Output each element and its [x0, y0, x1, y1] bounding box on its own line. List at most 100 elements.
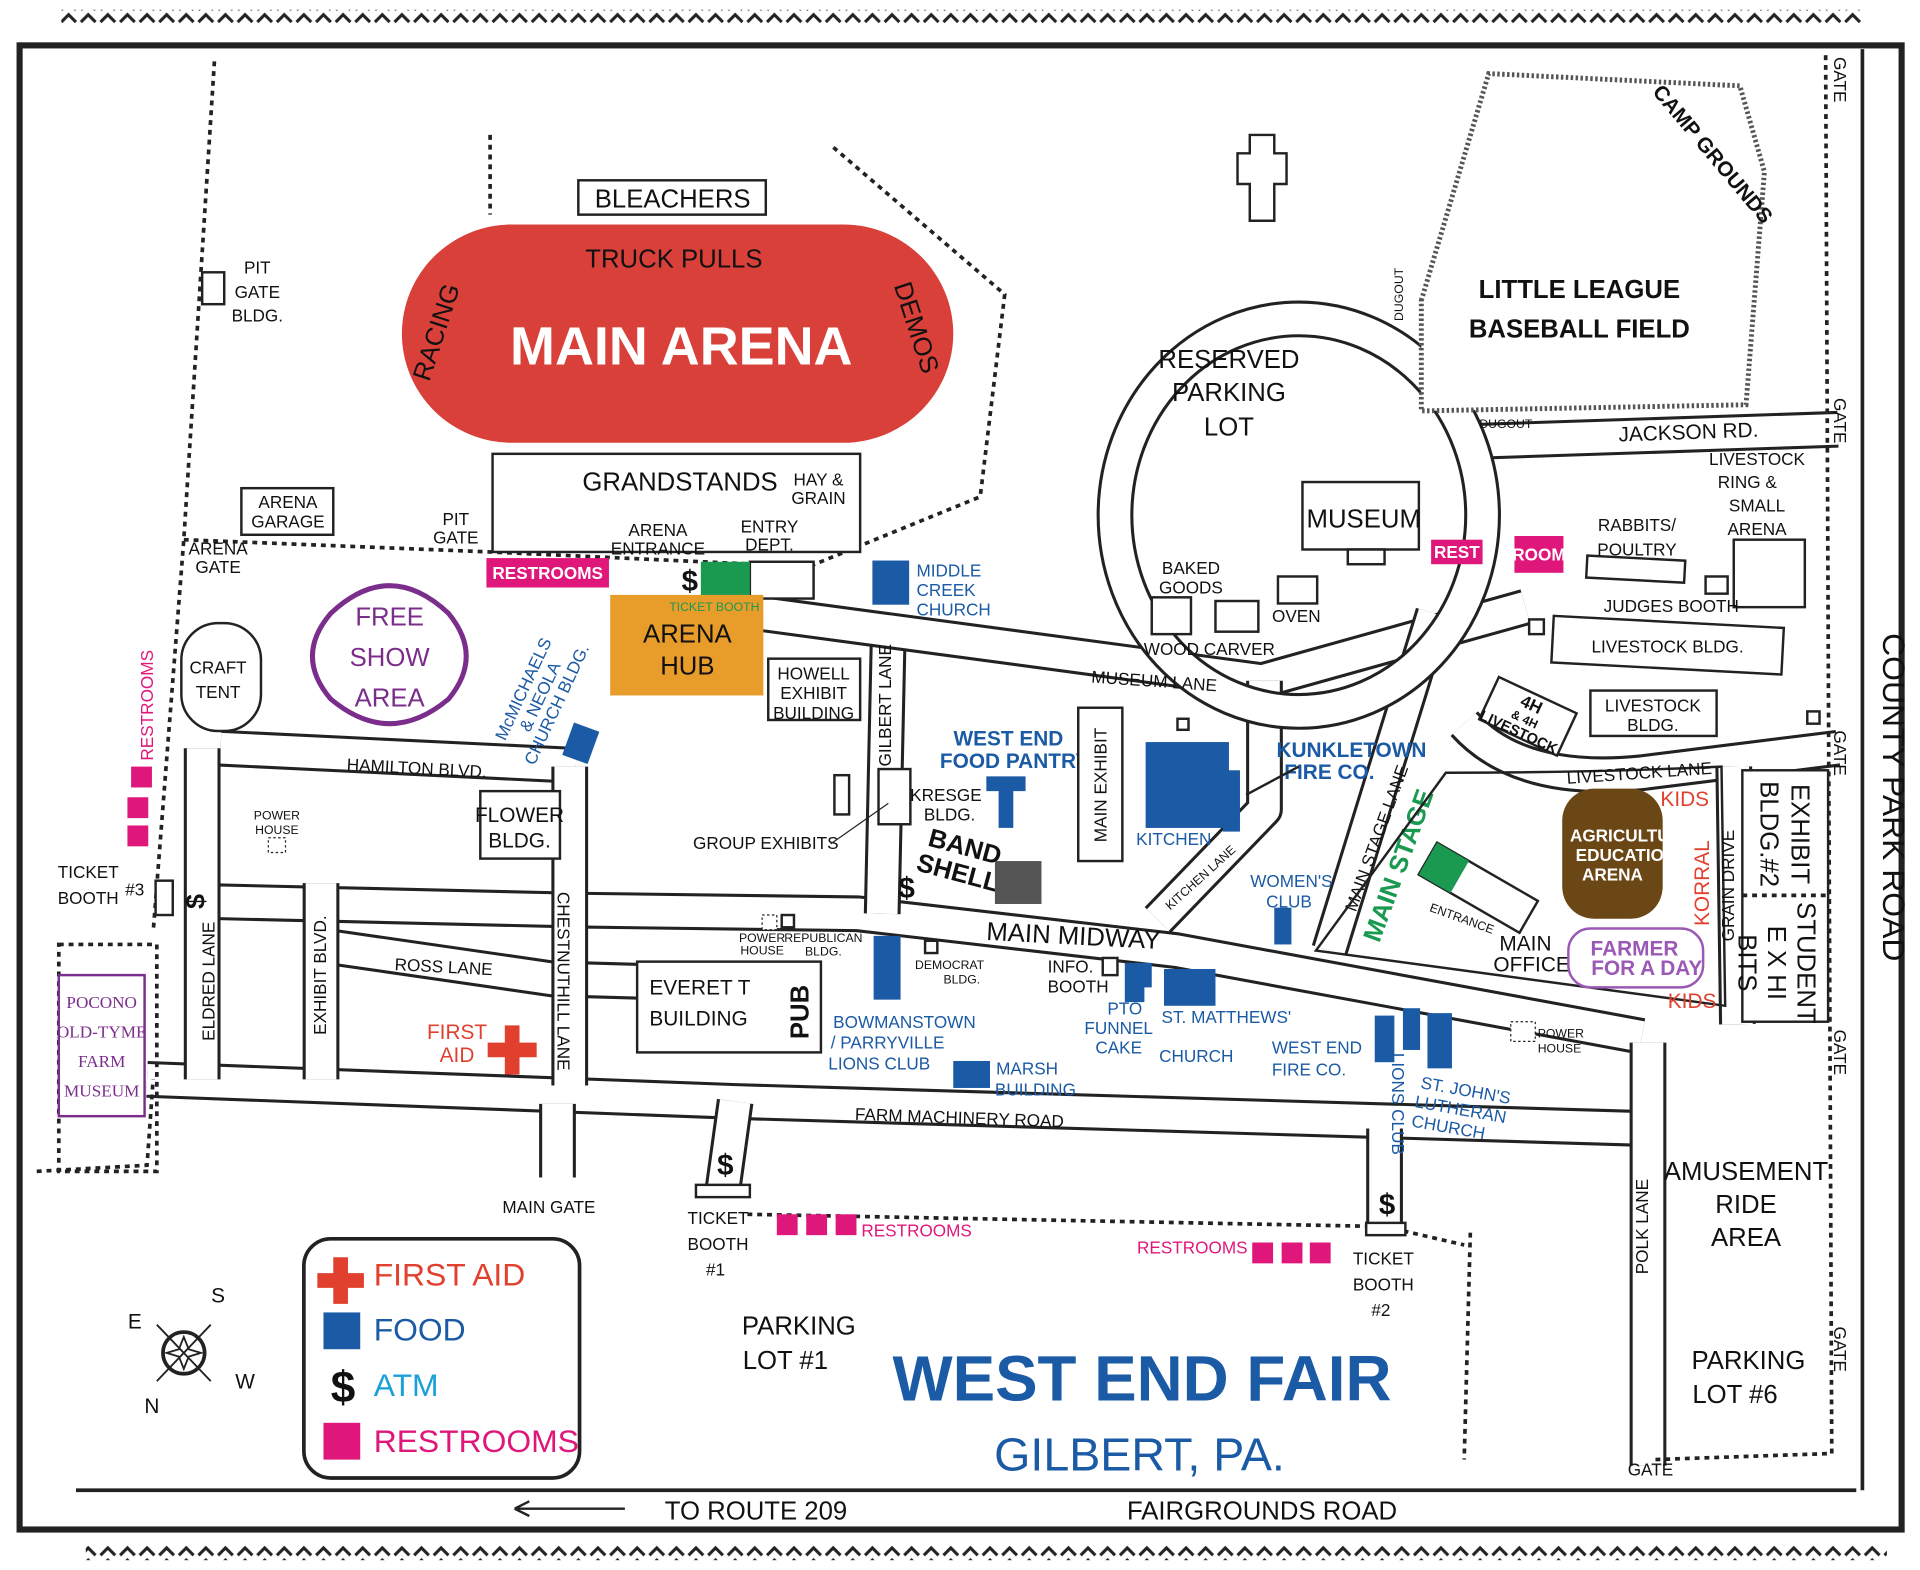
ticket-booth-3[interactable]	[154, 879, 174, 917]
jackson-rd-label: JACKSON RD.	[1618, 419, 1759, 447]
pub-label: PUB	[787, 985, 815, 1039]
restrooms-left-label: RESTROOMS	[137, 650, 157, 761]
museum-label: MUSEUM	[1307, 505, 1421, 533]
food-st-matthews[interactable]	[1164, 968, 1216, 1006]
flower-bldg	[479, 789, 562, 860]
free-show-area[interactable]	[310, 583, 469, 727]
grandstands-label: GRANDSTANDS	[582, 469, 777, 497]
first-aid-cross-icon	[487, 1025, 537, 1075]
power-house-mid	[761, 914, 778, 931]
legend-restrooms: RESTROOMS	[374, 1423, 579, 1459]
chestnuthill-lane-label: CHESTNUTHILL LANE	[554, 892, 574, 1071]
food-kitchen-annex[interactable]	[1222, 770, 1240, 832]
polk-lane-label: POLK LANE	[1632, 1179, 1652, 1274]
food-pantry-icon[interactable]	[986, 776, 1026, 828]
gate-label: GATE	[1628, 1460, 1673, 1480]
restroom-icon	[131, 766, 152, 788]
main-stage[interactable]	[1417, 840, 1540, 935]
food-pto[interactable]	[1124, 962, 1152, 1003]
main-gate-label: MAIN GATE	[502, 1197, 595, 1217]
kids-label: KIDS	[1668, 990, 1717, 1013]
kids-label: KIDS	[1660, 788, 1709, 811]
atm-icon: $	[181, 894, 211, 909]
lions-club-label: LIONS CLUB	[1388, 1053, 1408, 1155]
food-middle-creek[interactable]	[872, 560, 910, 605]
livestock-bldg1-label: LIVESTOCK BLDG.	[1592, 637, 1744, 657]
exhibit-blvd-label: EXHIBIT BLVD.	[310, 915, 330, 1035]
little-league-field[interactable]	[1418, 71, 1767, 414]
blue-square-icon	[323, 1312, 361, 1350]
main-exhibit	[1077, 706, 1124, 863]
pocono-museum	[57, 973, 146, 1118]
craft-tent	[180, 621, 263, 733]
restrooms-bottom-label: RESTROOMS	[1137, 1238, 1248, 1258]
judges-booth	[1704, 575, 1729, 595]
main-arena[interactable]	[401, 224, 954, 443]
fairgrounds-road-label: FAIRGROUNDS ROAD	[1127, 1498, 1397, 1526]
food-womens-club[interactable]	[1274, 907, 1292, 945]
food-lions-club[interactable]	[1402, 1008, 1421, 1050]
gilbert-lane-label: GILBERT LANE	[875, 644, 895, 766]
rest-label: REST	[1434, 542, 1480, 562]
arena-hub[interactable]	[610, 594, 764, 696]
atm-icon: $	[717, 1149, 733, 1182]
restrooms-arena[interactable]	[486, 558, 609, 588]
truck-pulls-label: TRUCK PULLS	[585, 245, 762, 273]
food-bowmanstown[interactable]	[873, 935, 901, 1000]
atm-icon: $	[1379, 1188, 1395, 1221]
4h-livestock-bldg	[1477, 675, 1579, 758]
ticket-booth-label: TICKET BOOTH	[669, 600, 759, 614]
food-marsh[interactable]	[953, 1060, 991, 1088]
dollar-icon: $	[331, 1363, 356, 1412]
map-title: WEST END FAIR	[892, 1343, 1391, 1415]
entry-structure	[1236, 133, 1288, 223]
legend-first-aid: FIRST AID	[374, 1256, 526, 1292]
compass-w: W	[235, 1370, 255, 1393]
ticket-booth-2[interactable]	[1364, 1221, 1407, 1237]
main-arena-label: MAIN ARENA	[510, 316, 852, 376]
hay-grain-label: HAY &GRAIN	[791, 470, 845, 508]
restroom-icon	[127, 825, 149, 847]
food-west-end-fire[interactable]	[1374, 1015, 1395, 1063]
pink-square-icon	[323, 1422, 361, 1460]
gate-label: GATE	[1830, 1326, 1850, 1371]
livestock-ring	[1732, 538, 1807, 609]
bleachers-label: BLEACHERS	[595, 185, 751, 213]
compass-n: N	[144, 1395, 159, 1418]
agriculture-education-arena[interactable]	[1562, 788, 1663, 919]
farmer-for-a-day[interactable]	[1567, 927, 1705, 989]
food-mcmichaels[interactable]	[562, 722, 600, 765]
restroom-room[interactable]	[1514, 536, 1564, 573]
food-st-johns[interactable]	[1427, 1013, 1452, 1069]
group-exhibits-label: GROUP EXHIBITS	[693, 833, 838, 853]
restroom-rest[interactable]	[1431, 539, 1483, 565]
restroom-icon	[1309, 1242, 1331, 1264]
st-matthews-label: ST. MATTHEWS'CHURCH	[1159, 1007, 1291, 1066]
main-exhibit-label: MAIN EXHIBIT	[1090, 727, 1110, 842]
kitchen[interactable]	[1145, 742, 1229, 828]
ticket-booth-1[interactable]	[694, 1183, 752, 1199]
pit-gate-bldg	[200, 271, 226, 306]
ticket-booth[interactable]	[700, 561, 750, 599]
atm-icon: $	[899, 872, 915, 905]
